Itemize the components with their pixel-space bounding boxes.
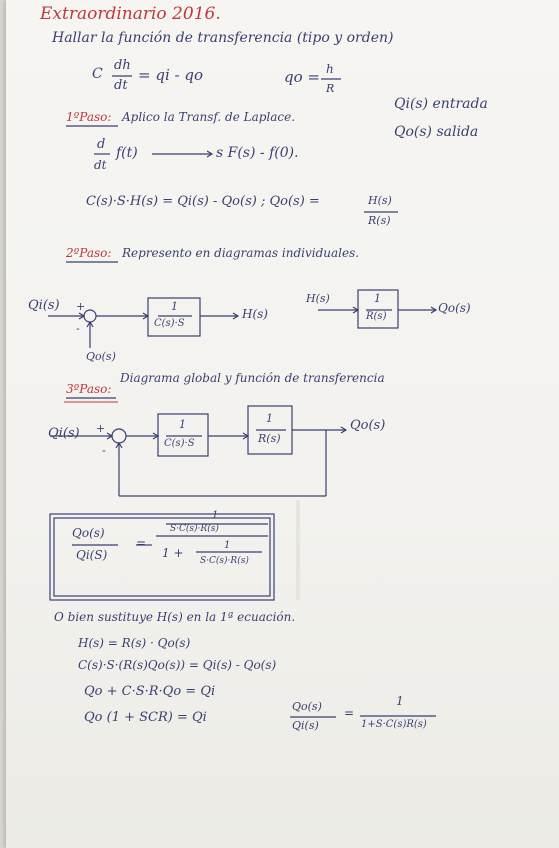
final-lhs-num: Qo(s) [292, 700, 322, 713]
d1-input: Qi(s) [28, 298, 60, 313]
d1-minus: - [76, 322, 80, 335]
d3-minus: - [102, 444, 106, 457]
eq3-num: H(s) [368, 194, 392, 207]
d3-output: Qo(s) [350, 418, 386, 433]
d1-block-num: 1 [171, 300, 178, 313]
eq3-main: C(s)·S·H(s) = Qi(s) - Qo(s) ; Qo(s) = [86, 194, 320, 209]
d3-input: Qi(s) [48, 426, 80, 441]
d2-block-den: R(s) [366, 311, 387, 322]
eq1-rhs: = qi - qo [138, 66, 203, 84]
legend-input: Qi(s) entrada [394, 96, 488, 112]
laplace-result: s F(s) - f(0). [216, 145, 299, 161]
d1-disturbance: Qo(s) [86, 350, 116, 363]
eq3-den: R(s) [368, 214, 391, 227]
step3-text: Diagrama global y función de transferenc… [120, 371, 385, 385]
d1-block-den: C(s)·S [154, 318, 185, 329]
d3-block1-den: C(s)·S [164, 438, 195, 449]
d3-block2-den: R(s) [258, 432, 281, 445]
notebook-page: Extraordinario 2016. Hallar la función d… [6, 0, 559, 848]
eq2-frac-num: h [326, 62, 334, 76]
task-statement: Hallar la función de transferencia (tipo… [52, 30, 394, 46]
final-lhs-den: Qi(s) [292, 719, 319, 732]
laplace-d: d [97, 137, 106, 152]
d2-block-num: 1 [374, 292, 381, 305]
alt-line-1: H(s) = R(s) · Qo(s) [78, 636, 191, 650]
tf-lhs-den: Qi(S) [76, 548, 108, 562]
eq1-lhs: C [92, 66, 103, 82]
legend-output: Qo(s) salida [394, 124, 479, 140]
d2-output: Qo(s) [438, 301, 471, 315]
page-title: Extraordinario 2016. [40, 4, 221, 24]
alt-statement: O bien sustituye H(s) en la 1ª ecuación. [54, 610, 296, 624]
handwritten-lines [48, 75, 438, 718]
d3-block1-num: 1 [179, 418, 186, 431]
d1-output: H(s) [242, 307, 268, 321]
eq2-frac-den: R [326, 82, 335, 95]
d3-block2-num: 1 [266, 412, 273, 425]
step1-text: Aplico la Transf. de Laplace. [122, 110, 296, 124]
eq1-frac-den: dt [114, 78, 128, 93]
alt-line-3: Qo + C·S·R·Qo = Qi [84, 684, 216, 699]
alt-line-2: C(s)·S·(R(s)Qo(s)) = Qi(s) - Qo(s) [78, 658, 277, 672]
tf-one-plus: 1 + [162, 546, 184, 560]
eq2-lhs: qo = [284, 68, 320, 86]
tf-lhs-num: Qo(s) [72, 526, 105, 540]
d2-input: H(s) [306, 292, 330, 305]
step1-label: 1ºPaso: [66, 110, 112, 124]
tf-rhs-num-den: S·C(s)·R(s) [170, 524, 219, 534]
step2-label: 2ºPaso: [66, 246, 112, 260]
tf-inner-den: S·C(s)·R(s) [200, 556, 249, 566]
tf-eq: = [136, 536, 147, 550]
step3-label: 3ºPaso: [66, 382, 112, 396]
final-eq: = [344, 706, 355, 720]
tf-rhs-num: 1 [212, 510, 219, 521]
eq1-frac-num: dh [114, 58, 131, 73]
d1-plus: + [76, 300, 86, 313]
tf-inner-num: 1 [224, 540, 231, 551]
laplace-dt: dt [94, 158, 107, 172]
d3-plus: + [96, 422, 106, 435]
final-den: 1+S·C(s)R(s) [361, 719, 427, 730]
laplace-fn: f(t) [116, 145, 138, 161]
alt-line-4: Qo (1 + SCR) = Qi [84, 710, 207, 725]
final-num: 1 [396, 694, 404, 708]
step2-text: Represento en diagramas individuales. [122, 246, 360, 260]
